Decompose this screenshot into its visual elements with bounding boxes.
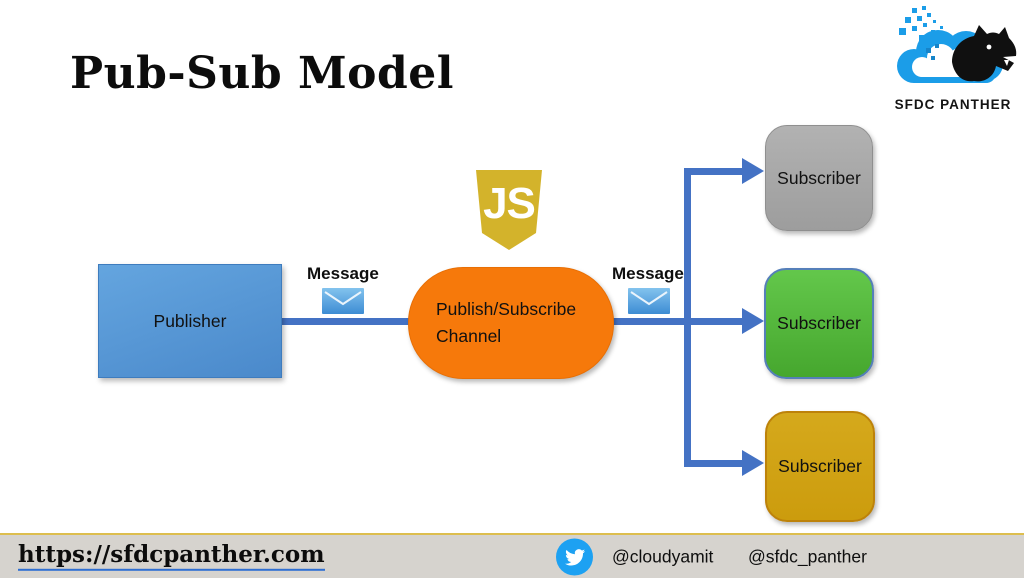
subscriber-box-2: Subscriber bbox=[764, 268, 874, 379]
sfdc-panther-logo: SFDC PANTHER bbox=[886, 4, 1020, 112]
arrowhead-top-icon bbox=[742, 158, 764, 184]
publisher-box: Publisher bbox=[98, 264, 282, 378]
website-link[interactable]: https://sfdcpanther.com bbox=[18, 540, 325, 571]
arrowhead-bottom-icon bbox=[742, 450, 764, 476]
page-title: Pub-Sub Model bbox=[70, 48, 454, 99]
panther-cloud-icon bbox=[897, 6, 1017, 83]
subscriber-box-1: Subscriber bbox=[765, 125, 873, 231]
message-label-left: Message bbox=[307, 264, 379, 283]
footer-bar: https://sfdcpanther.com @cloudyamit @sfd… bbox=[0, 533, 1024, 578]
connector-publisher-channel bbox=[279, 318, 409, 325]
connector-channel-junction bbox=[612, 318, 742, 325]
js-shield-shape bbox=[476, 170, 542, 250]
channel-label: Publish/Subscribe Channel bbox=[436, 298, 577, 346]
message-label-right: Message bbox=[612, 264, 684, 283]
connector-branch-top bbox=[684, 168, 742, 175]
js-letters: JS bbox=[483, 179, 536, 228]
arrowhead-middle-icon bbox=[742, 308, 764, 334]
subscriber-label-3: Subscriber bbox=[778, 456, 862, 476]
connector-branch-bottom bbox=[684, 460, 742, 467]
message-envelope-icon-right bbox=[628, 288, 670, 314]
logo-caption: SFDC PANTHER bbox=[894, 97, 1012, 112]
connector-vertical-branch bbox=[684, 168, 691, 467]
js-shield-icon: JS bbox=[471, 167, 547, 253]
pubsub-channel-box: Publish/Subscribe Channel bbox=[408, 267, 614, 379]
subscriber-label-2: Subscriber bbox=[777, 313, 861, 333]
twitter-bird-icon bbox=[556, 538, 593, 575]
twitter-handle-2: @sfdc_panther bbox=[748, 546, 867, 566]
subscriber-label-1: Subscriber bbox=[777, 167, 861, 188]
twitter-handle-1: @cloudyamit bbox=[612, 546, 714, 566]
message-envelope-icon-left bbox=[322, 288, 364, 314]
publisher-label: Publisher bbox=[153, 310, 227, 331]
subscriber-box-3: Subscriber bbox=[765, 411, 875, 522]
